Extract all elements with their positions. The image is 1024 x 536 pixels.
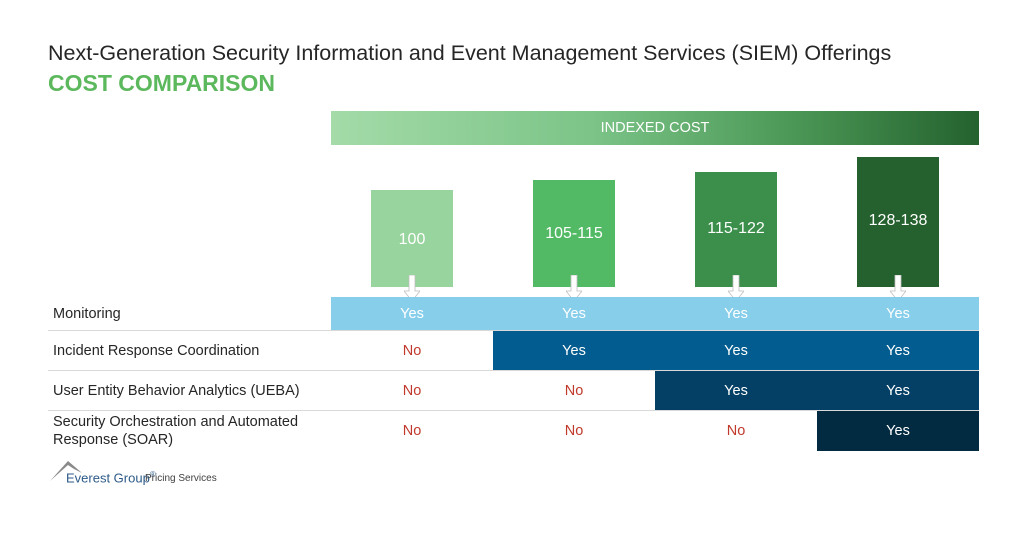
row-divider (48, 370, 979, 371)
cell-value: Yes (886, 305, 910, 322)
logo-tagline: Pricing Services (145, 473, 217, 484)
cell-value: Yes (562, 342, 586, 359)
page-subtitle: COST COMPARISON (48, 70, 276, 96)
row-fill (493, 331, 979, 370)
cell-value: Yes (400, 305, 424, 322)
cell-value: No (564, 423, 584, 439)
row-divider (48, 330, 979, 331)
cell-value: Yes (886, 342, 910, 359)
down-arrow-icon (890, 275, 906, 302)
cell-value: Yes (562, 305, 586, 322)
logo-brand: Everest Group® (66, 470, 156, 486)
down-arrow-icon (728, 275, 744, 302)
down-arrow-icon (566, 275, 582, 302)
cell-value: No (726, 423, 746, 439)
cell-value: Yes (886, 423, 910, 439)
indexed-cost-header: INDEXED COST (331, 111, 979, 145)
cell-value: Yes (886, 382, 910, 399)
cell-value: Yes (724, 305, 748, 322)
cost-bar-label: 105-115 (545, 225, 603, 242)
row-label: Incident Response Coordination (53, 342, 260, 359)
row-fill (817, 411, 979, 451)
row-label: Monitoring (53, 305, 121, 322)
cell-value: No (564, 382, 584, 399)
cost-bar-1: 100 (371, 190, 453, 287)
row-divider (48, 410, 979, 411)
cell-value: Yes (724, 342, 748, 359)
page-title: Next-Generation Security Information and… (48, 41, 892, 65)
cost-bar-label: 115-122 (707, 220, 765, 237)
cell-value: Yes (724, 382, 748, 399)
down-arrow-icon (404, 275, 420, 302)
row-fill (655, 371, 979, 410)
cost-bar-3: 115-122 (695, 172, 777, 287)
row-fill (331, 297, 979, 330)
cell-value: No (402, 423, 422, 439)
everest-group-logo (50, 461, 82, 481)
cost-bar-2: 105-115 (533, 180, 615, 287)
cost-bar-label: 100 (398, 231, 426, 248)
mountain-icon (50, 461, 82, 481)
cost-bar-label: 128-138 (868, 212, 928, 229)
cell-value: No (402, 382, 422, 399)
cost-bar-4: 128-138 (857, 157, 939, 287)
cell-value: No (402, 342, 422, 359)
row-label: User Entity Behavior Analytics (UEBA) (53, 382, 300, 399)
row-label: Security Orchestration and Automated Res… (53, 414, 299, 448)
